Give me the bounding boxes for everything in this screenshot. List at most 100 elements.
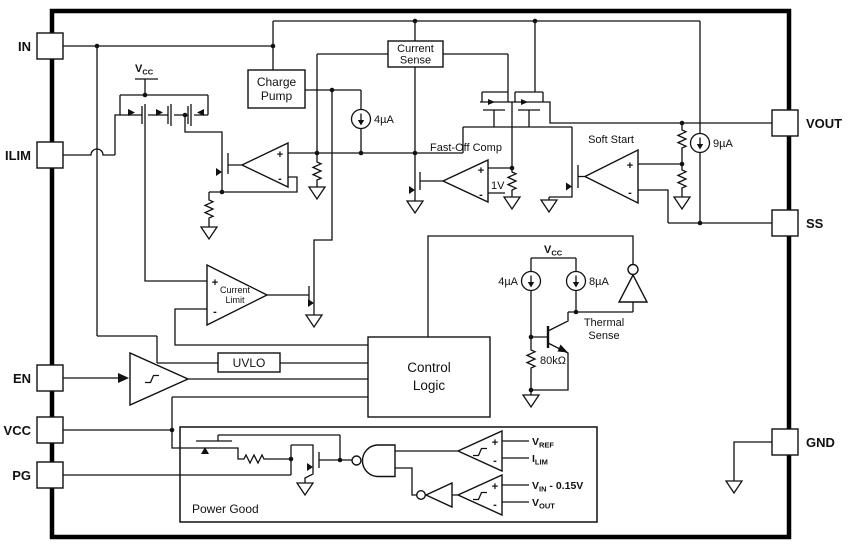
current-source-4ua-thermal: 4µA [498, 270, 542, 292]
current-sense-block: Current Sense [387, 40, 444, 68]
en-schmitt-buffer [118, 351, 190, 407]
soft-start-minus: - [628, 187, 632, 199]
charge-pump-label: Charge [257, 75, 297, 89]
fast-off-comparator: + - Fast-Off Comp 1V [430, 142, 505, 204]
ground-icon [522, 391, 540, 408]
npn-transistor-icon [546, 326, 568, 353]
pg-inverter [416, 481, 453, 509]
npn-emitter-arrow-icon [557, 344, 568, 353]
80k-label: 80kΩ [540, 355, 566, 367]
mosfet-arrow-icon [156, 109, 163, 116]
mosfet-arrow-icon [409, 186, 415, 194]
pin-label-vcc: VCC [4, 423, 32, 438]
pin-ss: SS [771, 209, 824, 237]
ilim-amp-plus: + [277, 149, 283, 161]
thermal-sense-label: Thermal [584, 317, 624, 329]
ground-icon [503, 193, 521, 210]
control-logic-label: Control [407, 360, 451, 375]
ground-icon [540, 196, 558, 213]
ground-icon [308, 183, 326, 200]
resistor-icon [241, 454, 267, 464]
soft-start-label: Soft Start [588, 134, 634, 146]
current-source-4ua-gate: 4µA [350, 108, 394, 130]
thermal-sense-label2: Sense [588, 330, 619, 342]
pg-comp1-plus: + [492, 437, 498, 449]
resistor-icon [677, 167, 687, 191]
ground-icon [305, 311, 323, 328]
pg-nand-gate [351, 444, 396, 478]
uvlo-block: UVLO [217, 352, 281, 373]
pg-comp2-minus: - [493, 499, 497, 511]
pg-comp1-minus: - [493, 455, 497, 467]
current-limit-label: Current [220, 285, 251, 295]
pin-ilim: ILIM [5, 141, 64, 169]
ground-icon [673, 193, 691, 210]
soft-start-plus: + [627, 160, 633, 172]
pin-in: IN [18, 32, 64, 60]
vcc-mirror-label: VCC [135, 63, 154, 77]
ground-icon [200, 223, 218, 240]
resistor-icon [526, 347, 536, 371]
current-sense-label: Current [397, 43, 434, 55]
soft-start-comparator: + - Soft Start [583, 134, 639, 205]
mosfet-arrow-icon [307, 463, 313, 471]
ic-outline [49, 8, 792, 540]
vin-ref-label: V [532, 480, 539, 492]
pin-vout: VOUT [771, 109, 842, 137]
current-source-9ua-softstart: 9µA [689, 132, 733, 154]
charge-pump-label2: Pump [261, 89, 293, 103]
ilim-mirror-fets [128, 109, 204, 116]
pin-label-in: IN [18, 39, 31, 54]
current-4ua-label: 4µA [374, 114, 394, 126]
wires [63, 20, 772, 503]
pg-comparator-1: + - [456, 429, 503, 473]
resistor-icon [677, 127, 687, 151]
current-limit-plus: + [212, 277, 218, 289]
mosfet-arrow-icon [566, 182, 572, 191]
ilim-ref-label: I [532, 453, 535, 465]
pg-comparator-2: + - [456, 473, 503, 517]
pin-label-gnd: GND [806, 435, 835, 450]
svg-text:VCC: VCC [544, 244, 563, 258]
current-source-icon [350, 108, 372, 130]
pin-label-ilim: ILIM [5, 148, 31, 163]
current-source-icon [689, 132, 711, 154]
control-logic-label2: Logic [413, 378, 446, 393]
current-4ua-thermal-label: 4µA [498, 276, 518, 288]
thermal-resistor: 80kΩ [526, 347, 566, 371]
svg-text:ILIM: ILIM [532, 453, 548, 467]
resistor-icon [312, 159, 322, 183]
current-sense-label2: Sense [400, 55, 431, 67]
mosfet-arrow-icon [308, 299, 314, 307]
thermal-inverter: Thermal Sense [584, 263, 649, 342]
current-limit-amp: + - Current Limit [206, 263, 269, 327]
vout-ref-label: V [532, 497, 539, 509]
mosfet-arrow-icon [197, 109, 204, 116]
ilim-amp: + - [240, 141, 289, 189]
pin-en: EN [13, 364, 64, 392]
current-source-8ua-thermal: 8µA [565, 270, 609, 292]
charge-pump-block: Charge Pump [247, 69, 306, 109]
ground-icon [725, 477, 743, 494]
mosfet-arrow-icon [201, 447, 209, 454]
svg-text:VOUT: VOUT [532, 497, 555, 511]
ref-1v-label: 1V [491, 180, 505, 192]
pin-label-en: EN [13, 371, 31, 386]
pin-label-ss: SS [806, 216, 824, 231]
ground-icon [296, 479, 314, 496]
svg-text:VIN - 0.15V: VIN - 0.15V [532, 480, 583, 494]
mosfet-arrow-icon [128, 109, 135, 116]
pin-pg: PG [12, 461, 64, 489]
current-source-icon [520, 270, 542, 292]
current-9ua-label: 9µA [713, 138, 733, 150]
current-limit-minus: - [213, 306, 217, 318]
pin-vcc: VCC [4, 416, 64, 444]
pg-reference-labels: VREF ILIM VIN - 0.15V VOUT [532, 436, 583, 511]
fast-off-label: Fast-Off Comp [430, 142, 502, 154]
vcc-thermal-label: VCC [544, 244, 563, 258]
svg-text:VREF: VREF [532, 436, 554, 450]
fast-off-plus: + [478, 165, 484, 177]
current-limit-label2: Limit [225, 295, 245, 305]
